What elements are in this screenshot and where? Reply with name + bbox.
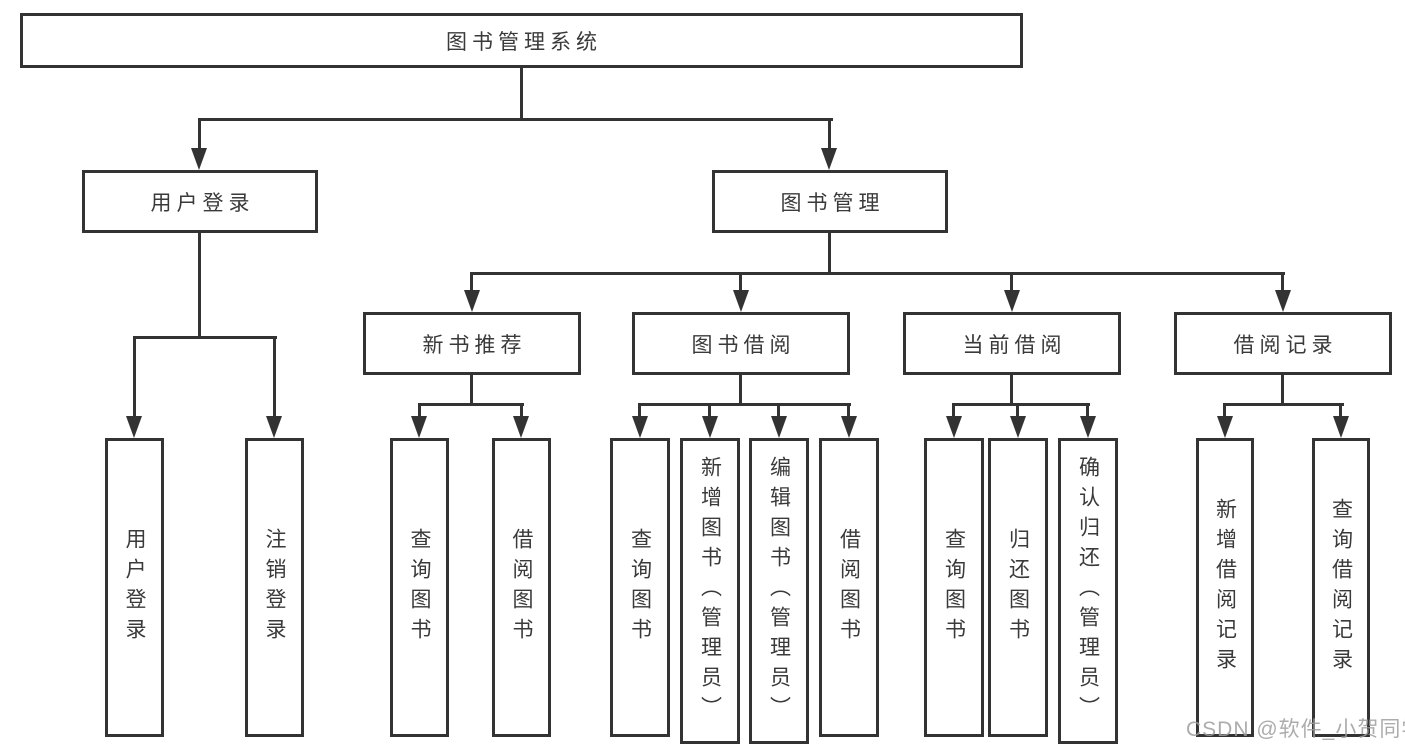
node-current-borrowing: 当前借阅	[903, 312, 1121, 375]
arrow-down-icon	[1333, 416, 1349, 438]
node-new-book-recommendation-label: 新书推荐	[422, 333, 527, 357]
leaf-confirm-return-admin: 确认归还（管理员）	[1058, 438, 1118, 744]
node-user-login: 用户登录	[82, 170, 318, 233]
leaf-confirm-return-admin-label: 确认归还（管理员）	[1076, 456, 1100, 726]
node-borrowing-records-label: 借阅记录	[1233, 333, 1338, 357]
node-current-borrowing-label: 当前借阅	[962, 333, 1067, 357]
node-book-borrowing-label: 图书借阅	[691, 333, 796, 357]
node-book-borrowing: 图书借阅	[632, 312, 850, 375]
arrow-down-icon	[1217, 416, 1233, 438]
connector-book-mgmt-drop-2	[739, 272, 742, 292]
leaf-borrow-books-borrowing-label: 借阅图书	[837, 527, 861, 648]
connector-borrowing-stub	[739, 375, 742, 403]
arrow-down-icon	[191, 148, 207, 170]
arrow-down-icon	[126, 416, 142, 438]
arrow-down-icon	[1010, 416, 1026, 438]
leaf-user-login-label: 用户登录	[123, 527, 146, 648]
arrow-down-icon	[1275, 290, 1291, 312]
connector-book-mgmt-hline	[470, 272, 1285, 275]
node-new-book-recommendation: 新书推荐	[363, 312, 581, 375]
connector-book-mgmt-drop-1	[470, 272, 473, 292]
connector-current-stub	[1010, 375, 1013, 403]
connector-root-right-drop	[828, 118, 831, 150]
arrow-down-icon	[946, 416, 962, 438]
connector-user-login-drop-1	[133, 336, 136, 418]
arrow-down-icon	[771, 416, 787, 438]
leaf-add-book-admin-label: 新增图书（管理员）	[698, 456, 722, 726]
connector-root-stub	[520, 68, 523, 118]
connector-current-drop-2	[1016, 403, 1019, 418]
connector-book-mgmt-drop-3	[1010, 272, 1013, 292]
arrow-down-icon	[464, 290, 480, 312]
connector-book-mgmt-stub	[828, 233, 831, 272]
leaf-user-login: 用户登录	[105, 438, 164, 737]
leaf-return-books: 归还图书	[988, 438, 1048, 737]
arrow-down-icon	[1004, 290, 1020, 312]
arrow-down-icon	[411, 416, 427, 438]
leaf-query-books-current: 查询图书	[924, 438, 984, 737]
connector-recommend-drop-1	[418, 403, 421, 418]
node-library-management-system-label: 图书管理系统	[446, 30, 602, 54]
arrow-down-icon	[632, 416, 648, 438]
arrow-down-icon	[513, 416, 529, 438]
leaf-add-book-admin: 新增图书（管理员）	[680, 438, 740, 744]
connector-user-login-drop-2	[273, 336, 276, 418]
leaf-borrow-books-recommend: 借阅图书	[492, 438, 551, 737]
connector-root-hline	[198, 118, 833, 121]
leaf-query-borrow-record: 查询借阅记录	[1312, 438, 1370, 737]
arrow-down-icon	[821, 148, 837, 170]
connector-root-left-drop	[198, 118, 201, 150]
node-book-management-label: 图书管理	[780, 191, 885, 215]
connector-records-hline	[1223, 403, 1344, 406]
connector-borrowing-hline	[638, 403, 851, 406]
leaf-return-books-label: 归还图书	[1006, 527, 1030, 648]
leaf-edit-book-admin: 编辑图书（管理员）	[749, 438, 809, 744]
leaf-logout: 注销登录	[245, 438, 304, 737]
connector-recommend-hline	[418, 403, 524, 406]
connector-records-drop-1	[1223, 403, 1226, 418]
connector-recommend-stub	[470, 375, 473, 403]
connector-user-login-stub	[198, 233, 201, 336]
leaf-query-books-borrowing-label: 查询图书	[628, 527, 652, 648]
leaf-query-books-recommend: 查询图书	[390, 438, 449, 737]
leaf-query-books-recommend-label: 查询图书	[408, 527, 431, 648]
connector-borrowing-drop-1	[638, 403, 641, 418]
leaf-query-books-borrowing: 查询图书	[610, 438, 670, 737]
connector-borrowing-drop-3	[777, 403, 780, 418]
connector-current-drop-3	[1086, 403, 1089, 418]
connector-records-drop-2	[1339, 403, 1342, 418]
arrow-down-icon	[702, 416, 718, 438]
connector-current-drop-1	[952, 403, 955, 418]
node-user-login-label: 用户登录	[150, 191, 255, 215]
leaf-query-borrow-record-label: 查询借阅记录	[1329, 497, 1353, 678]
leaf-query-books-current-label: 查询图书	[942, 527, 966, 648]
arrow-down-icon	[733, 290, 749, 312]
arrow-down-icon	[1080, 416, 1096, 438]
connector-recommend-drop-2	[520, 403, 523, 418]
node-borrowing-records: 借阅记录	[1174, 312, 1392, 375]
connector-current-hline	[952, 403, 1090, 406]
leaf-logout-label: 注销登录	[263, 527, 286, 648]
leaf-edit-book-admin-label: 编辑图书（管理员）	[767, 456, 791, 726]
watermark-text: CSDN @软件_小贺同学	[1186, 718, 1405, 741]
node-book-management: 图书管理	[712, 170, 948, 233]
connector-book-mgmt-drop-4	[1281, 272, 1284, 292]
arrow-down-icon	[841, 416, 857, 438]
connector-borrowing-drop-2	[708, 403, 711, 418]
arrow-down-icon	[266, 416, 282, 438]
leaf-borrow-books-borrowing: 借阅图书	[819, 438, 879, 737]
connector-user-login-hline	[133, 336, 277, 339]
leaf-borrow-books-recommend-label: 借阅图书	[510, 527, 533, 648]
leaf-add-borrow-record-label: 新增借阅记录	[1213, 497, 1237, 678]
leaf-add-borrow-record: 新增借阅记录	[1196, 438, 1254, 737]
node-library-management-system: 图书管理系统	[20, 13, 1023, 68]
connector-records-stub	[1281, 375, 1284, 403]
connector-borrowing-drop-4	[847, 403, 850, 418]
